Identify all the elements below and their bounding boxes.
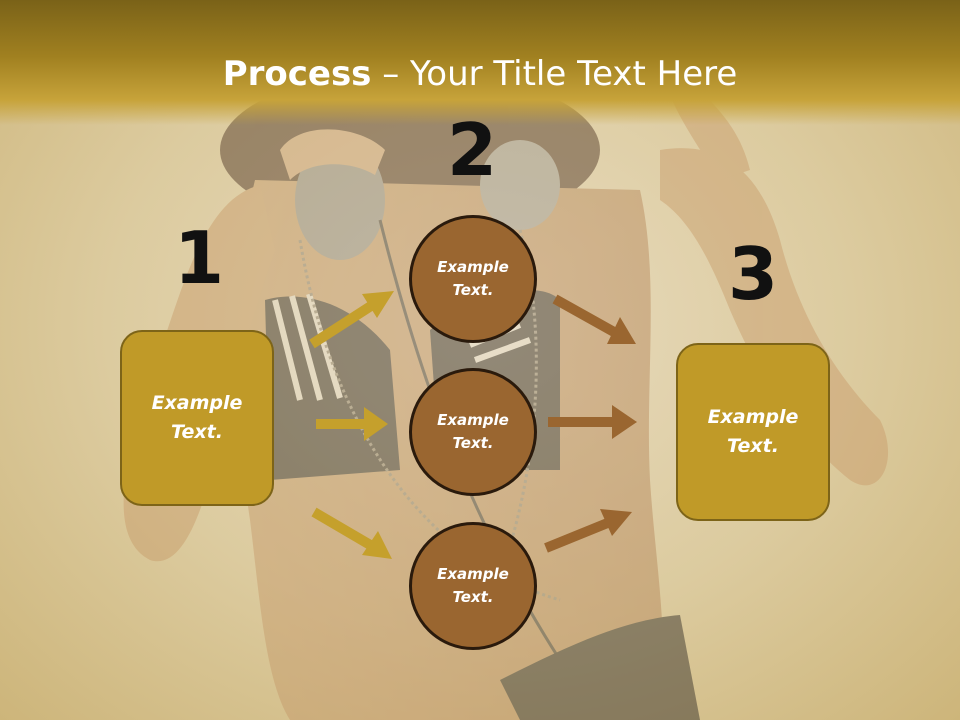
slide-title: Process – Your Title Text Here <box>0 52 960 96</box>
arrow-1-to-2-bottom <box>311 507 392 559</box>
title-band <box>0 0 960 125</box>
step-number-1: 1 <box>173 216 225 300</box>
step-2-circle-middle: Example Text. <box>409 368 537 496</box>
step-2-item-top-label: Example Text. <box>437 258 509 299</box>
arrow-1-to-2-middle <box>316 407 388 441</box>
step-3-label: Example Text. <box>707 406 799 457</box>
step-number-2: 2 <box>446 108 498 192</box>
arrow-2-to-3-bottom <box>544 509 632 553</box>
step-2-circle-bottom: Example Text. <box>409 522 537 650</box>
step-1-box: Example Text. <box>120 330 274 506</box>
arrow-2-to-3-middle <box>548 405 637 439</box>
step-3-box: Example Text. <box>676 343 830 521</box>
step-number-3: 3 <box>727 232 779 316</box>
step-2-item-bottom-label: Example Text. <box>437 565 509 606</box>
arrow-2-to-3-top <box>552 294 636 344</box>
step-2-item-middle-label: Example Text. <box>437 411 509 452</box>
title-rest: – Your Title Text Here <box>371 54 738 94</box>
title-bold: Process <box>222 54 372 94</box>
step-1-label: Example Text. <box>151 392 243 443</box>
step-2-circle-top: Example Text. <box>409 215 537 343</box>
arrow-1-to-2-top <box>309 291 394 349</box>
